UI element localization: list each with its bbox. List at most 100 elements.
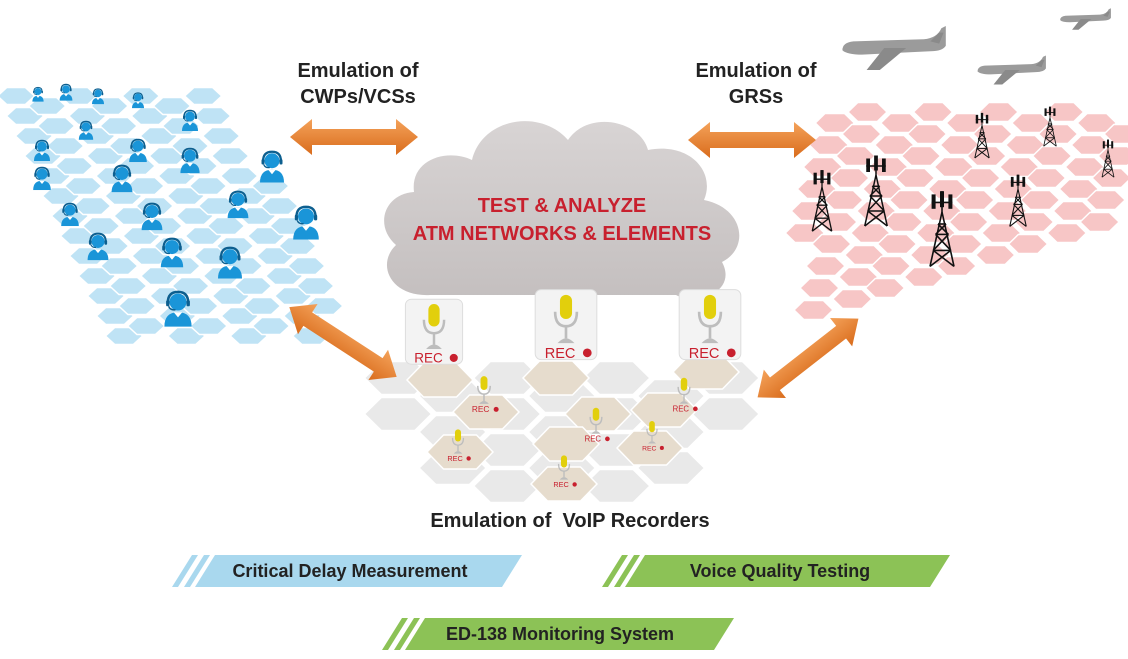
- blue-hexagon: [170, 136, 210, 156]
- pink-hexagon: [784, 222, 826, 244]
- pink-hexagon: [945, 112, 987, 134]
- blue-hexagon: [117, 296, 157, 316]
- rec-dot-icon: [693, 406, 698, 412]
- blue-hexagon: [251, 316, 291, 336]
- gray-hexagon: [472, 468, 542, 504]
- rec-text: REC: [689, 346, 720, 362]
- pink-hexagon: [1091, 167, 1128, 189]
- recorder-box: [534, 289, 598, 361]
- blue-hexagon: [286, 256, 327, 276]
- pink-hexagon: [974, 244, 1016, 266]
- ed138-label: ED-138 Monitoring System: [445, 624, 675, 644]
- gray-hexagon: [691, 396, 761, 432]
- arrow-cloud-grs: [688, 122, 816, 158]
- beige-hexagon: [531, 426, 601, 462]
- pink-hexagon: [882, 211, 924, 233]
- voip-recorder-device: REC: [642, 420, 664, 452]
- pink-hexagon: [960, 167, 1002, 189]
- recorder-hexagon-grid: [363, 354, 761, 504]
- banner-voice-quality: [602, 555, 950, 587]
- gray-hexagon: [363, 396, 433, 432]
- rec-dot-icon: [493, 406, 499, 412]
- voip-recorder-device: REC: [678, 289, 742, 362]
- pink-hexagon: [1058, 178, 1100, 200]
- banner-ed138: [382, 618, 734, 650]
- blue-hexagon: [183, 86, 223, 106]
- rec-dot-icon: [726, 348, 736, 358]
- blue-hexagon: [197, 196, 237, 216]
- pink-hexagon: [978, 101, 1020, 123]
- blue-hexagon: [188, 316, 229, 336]
- voip-label: Emulation of VoIP Recorders: [430, 510, 710, 532]
- pink-hexagon: [1052, 200, 1094, 222]
- airplane-icon: [1060, 8, 1111, 30]
- rec-dot-icon: [605, 436, 610, 442]
- rec-dot-icon: [582, 348, 592, 358]
- cloud-shape: [384, 121, 740, 299]
- pink-hexagon: [912, 101, 954, 123]
- pink-hexagon: [1043, 101, 1085, 123]
- pink-hexagon: [849, 222, 891, 244]
- voice-quality-label: Voice Quality Testing: [689, 561, 871, 581]
- rec-text: REC: [414, 351, 443, 366]
- pink-hexagon: [939, 134, 981, 156]
- operator-icon: [258, 150, 286, 183]
- connection-arrows: [289, 119, 859, 399]
- blue-hexagon: [210, 146, 250, 166]
- pink-hexagon: [804, 255, 847, 277]
- blue-hexagon: [63, 176, 103, 196]
- airplane-icon: [842, 26, 946, 70]
- blue-hexagon: [277, 236, 318, 256]
- rec-text: REC: [642, 445, 656, 452]
- gray-hexagon: [581, 360, 651, 396]
- cwp-label-line1: Emulation of: [297, 60, 419, 82]
- pink-hexagon: [873, 134, 915, 156]
- pink-hexagon: [933, 156, 975, 178]
- pink-hexagon: [936, 255, 978, 277]
- pink-hexagon: [846, 101, 889, 123]
- operator-icon: [31, 86, 45, 102]
- pink-hexagon: [927, 178, 969, 200]
- pink-hexagon: [798, 277, 841, 299]
- rec-text: REC: [553, 480, 568, 489]
- pink-hexagon: [802, 156, 844, 178]
- pink-hexagon: [894, 167, 936, 189]
- pink-hexagon: [864, 277, 906, 299]
- rec-text: REC: [447, 454, 462, 463]
- critical-delay-label: Critical Delay Measurement: [232, 561, 468, 581]
- rec-text: REC: [545, 346, 576, 362]
- rec-dot-icon: [572, 482, 577, 487]
- blue-hexagon: [126, 316, 166, 336]
- cwp-label-line2: CWPs/VCSs: [300, 86, 416, 108]
- pink-hexagon: [954, 189, 996, 211]
- voip-recorder-device: REC: [534, 289, 598, 362]
- blue-hexagon: [179, 296, 220, 316]
- pink-hexagon: [906, 123, 948, 145]
- pink-hexagon: [1079, 211, 1121, 233]
- gray-hexagon: [581, 468, 651, 504]
- blue-hexagon: [201, 126, 241, 146]
- arrow-grs-recorders: [757, 317, 859, 399]
- pink-hexagon: [796, 178, 838, 200]
- blue-hexagon: [72, 196, 112, 216]
- rec-dot-icon: [659, 445, 664, 450]
- blue-hexagon: [45, 136, 85, 156]
- beige-hexagon: [521, 360, 591, 396]
- pink-hexagon: [840, 123, 883, 145]
- pink-hexagon: [1007, 233, 1049, 255]
- pink-hexagon: [828, 167, 871, 189]
- blue-hexagon: [54, 156, 94, 176]
- recorder-box: [678, 289, 742, 361]
- grs-label-line2: GRSs: [728, 86, 784, 108]
- voip-recorder-device: REC: [447, 428, 471, 463]
- blue-hexagon: [36, 116, 76, 136]
- pink-hexagon: [888, 189, 930, 211]
- cloud-title-line1: TEST & ANALYZE: [477, 195, 647, 217]
- pink-hexagon: [822, 189, 865, 211]
- pink-hexagon: [942, 233, 984, 255]
- pink-hexagon: [879, 112, 921, 134]
- rec-text: REC: [585, 435, 602, 444]
- pink-hexagon: [867, 156, 909, 178]
